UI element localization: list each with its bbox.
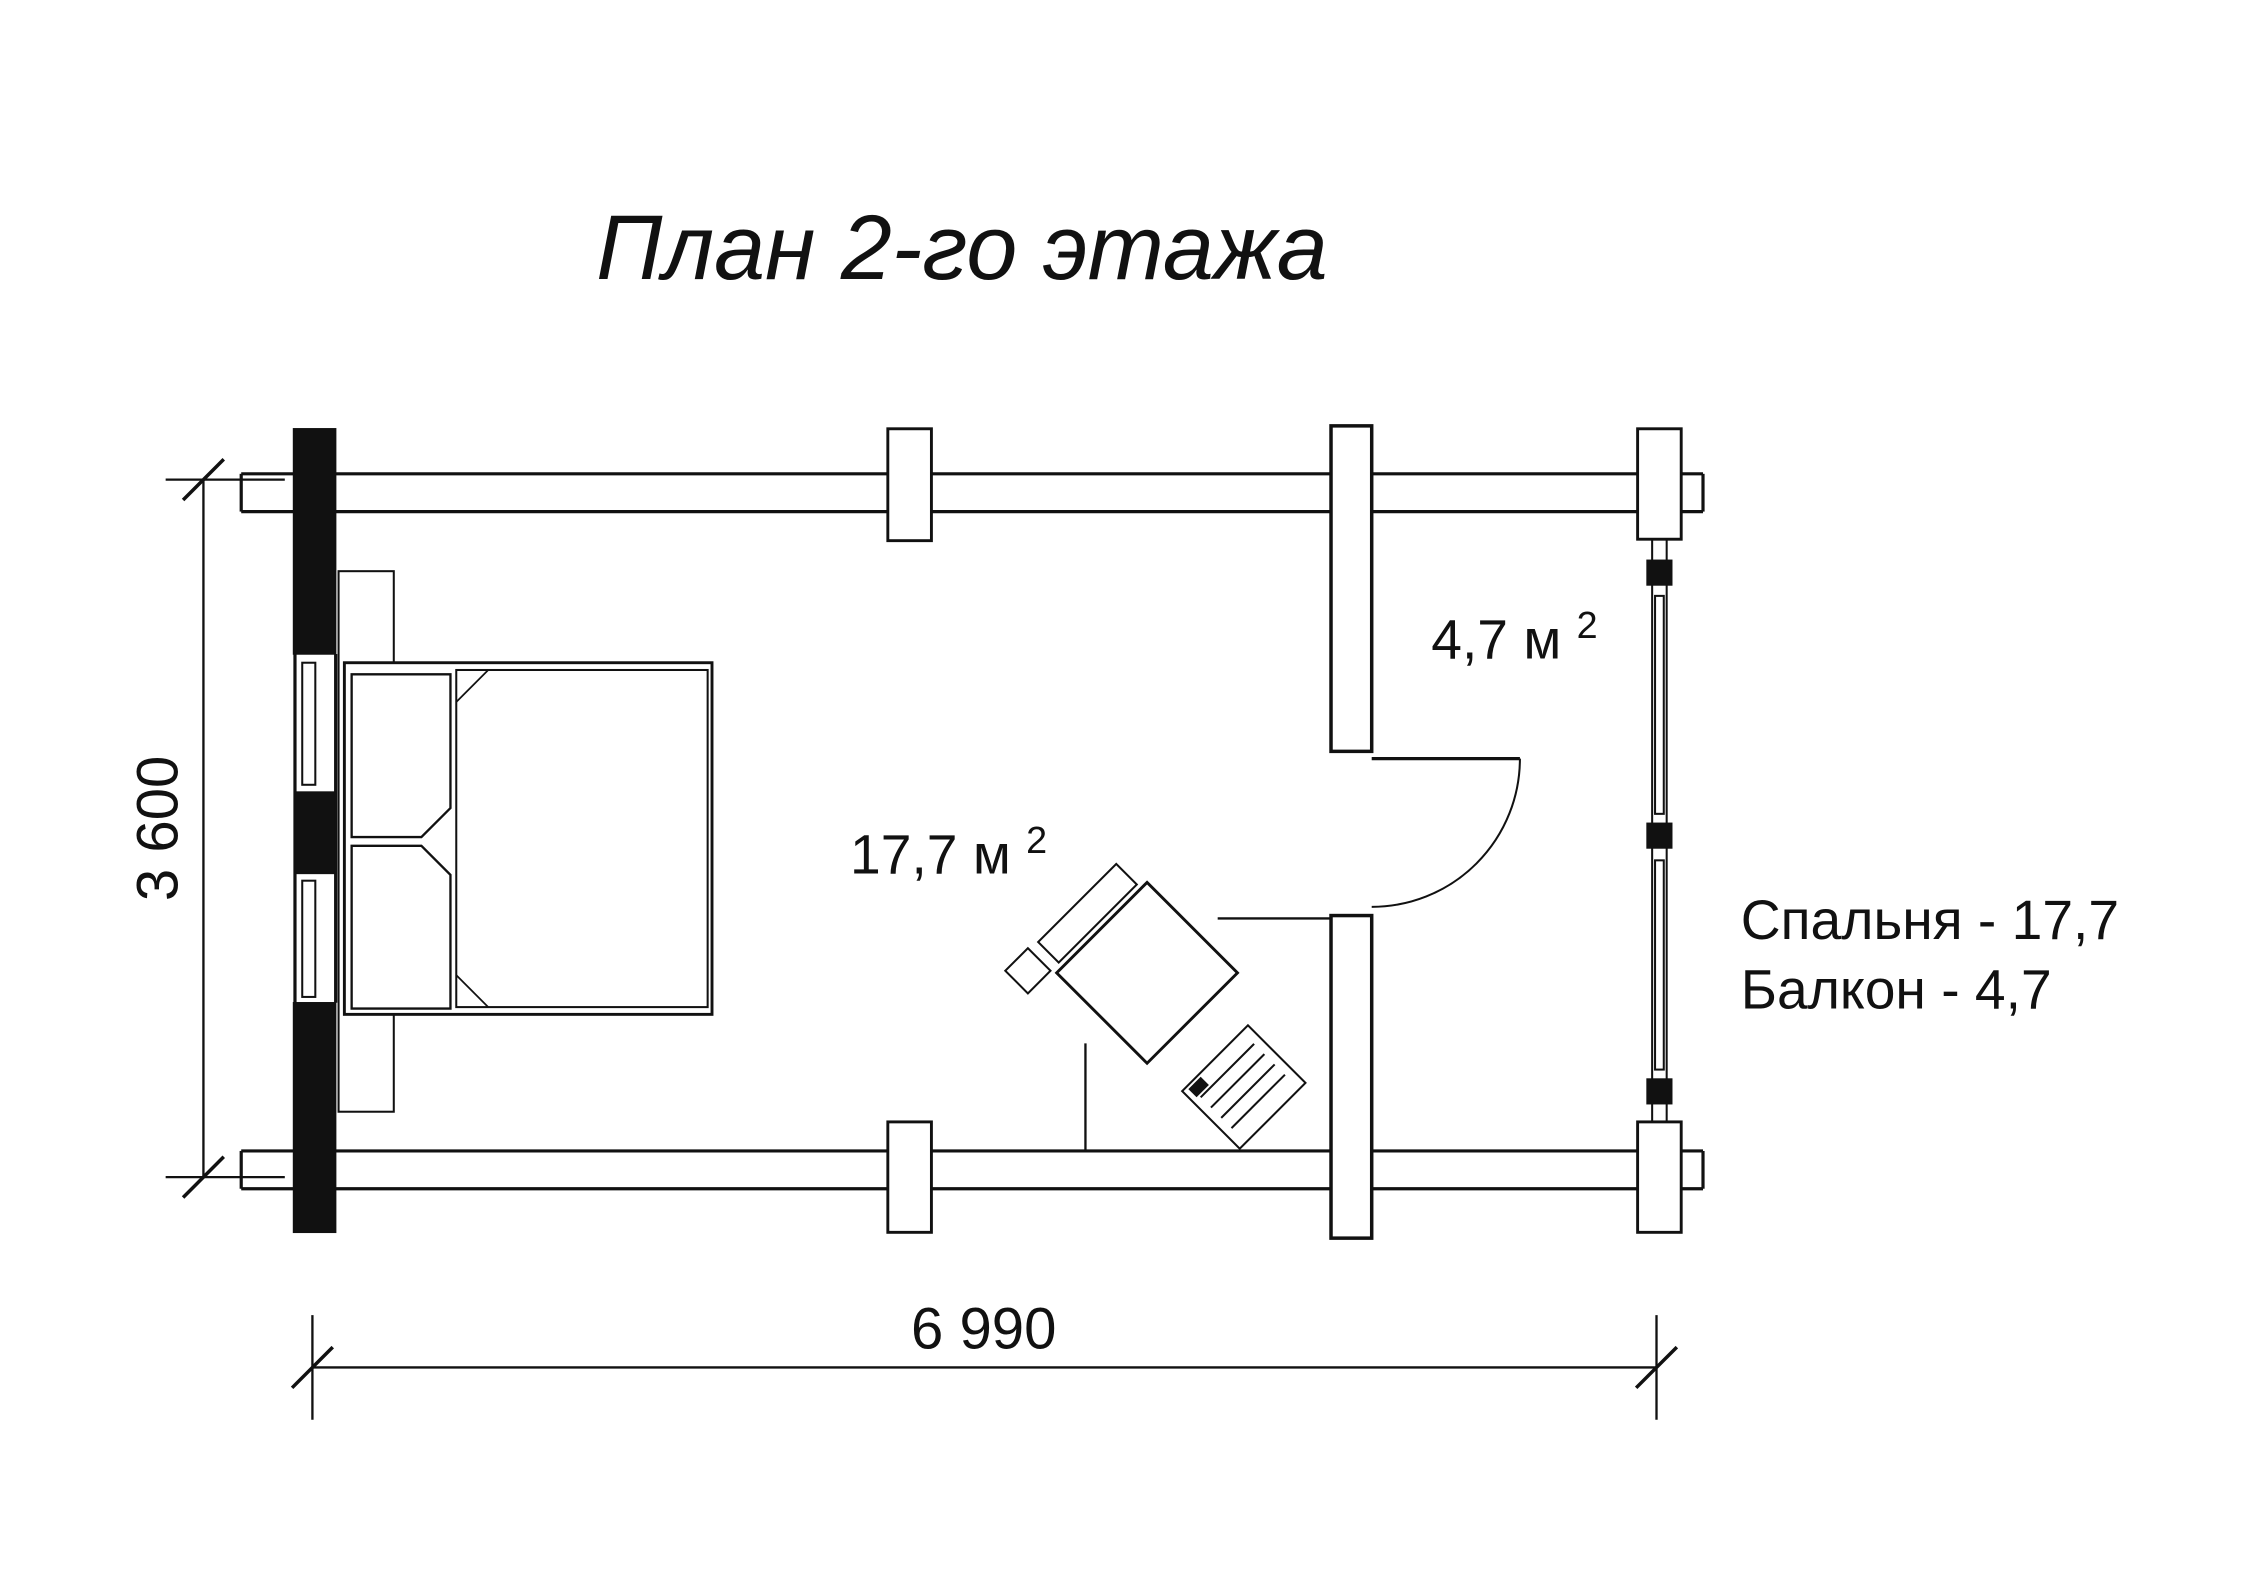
exterior-walls xyxy=(239,472,1705,1191)
legend: Спальня - 17,7 Балкон - 4,7 xyxy=(1741,889,2119,1021)
bedroom-area-value: 17,7 м xyxy=(850,823,1011,885)
legend-balcony: Балкон - 4,7 xyxy=(1741,959,2052,1021)
bedroom-area-label: 17,7 м 2 xyxy=(850,820,1047,885)
balcony-area-value: 4,7 м xyxy=(1431,608,1561,670)
balcony-area-sup: 2 xyxy=(1577,605,1598,647)
door xyxy=(1371,757,1521,908)
monitor xyxy=(1003,946,1052,995)
wall-notches xyxy=(886,427,1683,1234)
dimension-width xyxy=(290,1315,1679,1420)
dimension-height xyxy=(165,458,285,1199)
pillow xyxy=(350,673,452,839)
mattress xyxy=(455,668,709,1009)
bedroom-area-sup: 2 xyxy=(1026,820,1047,862)
pillow xyxy=(350,844,452,1010)
floor-opening xyxy=(1084,917,1332,1151)
partition-wall xyxy=(1329,424,1374,1240)
legend-bedroom: Спальня - 17,7 xyxy=(1741,889,2119,951)
balcony-glazing-posts xyxy=(1646,559,1673,1105)
bed xyxy=(337,570,714,1113)
balcony-area-label: 4,7 м 2 xyxy=(1431,605,1597,670)
keyboard-shelf xyxy=(1036,862,1139,964)
left-wall-posts xyxy=(292,428,337,1234)
dimension-height-label: 3 600 xyxy=(125,756,190,901)
computer-desk xyxy=(1003,862,1240,1066)
page-title: План 2-го этажа xyxy=(596,197,1328,299)
dimension-width-label: 6 990 xyxy=(911,1297,1056,1362)
desk-chair xyxy=(1180,1023,1307,1151)
left-window-glazing xyxy=(301,661,317,998)
